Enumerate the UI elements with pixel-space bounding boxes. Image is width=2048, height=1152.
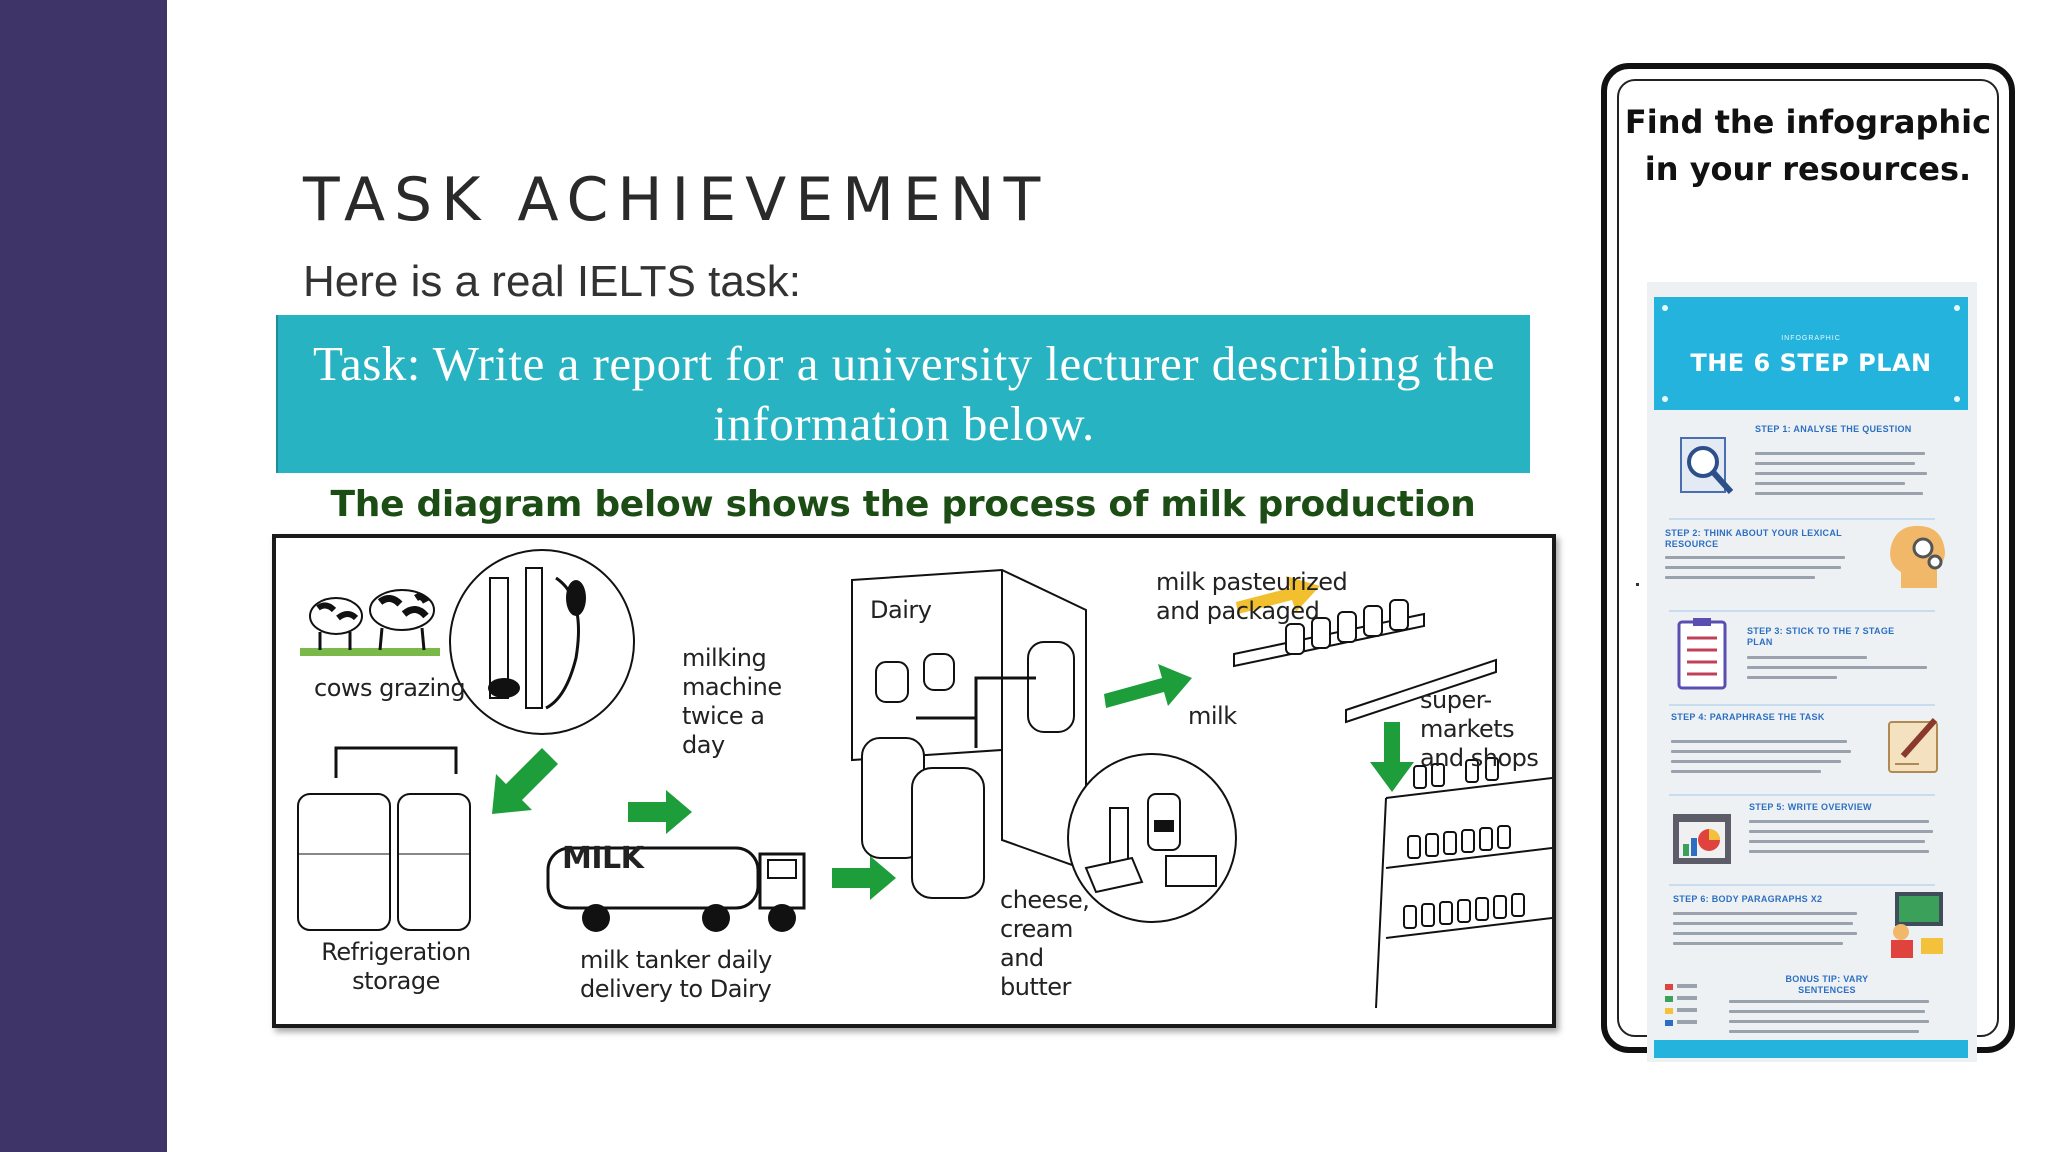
infographic-header: INFOGRAPHIC THE 6 STEP PLAN — [1654, 297, 1968, 410]
stray-dot — [1636, 583, 1639, 586]
resource-card: Find the infographic in your resources. … — [1601, 63, 2015, 1062]
label-refrigeration-storage: Refrigeration storage — [321, 938, 471, 995]
infographic-step: STEP 3: STICK TO THE 7 STAGE PLAN — [1657, 616, 1967, 710]
head-gears-icon — [1890, 525, 1945, 588]
supermarket-shelves-illustration — [1375, 757, 1552, 1009]
task-banner: Task: Write a report for a university le… — [276, 315, 1530, 473]
milk-process-diagram: cows grazing milking machine twice a day… — [272, 534, 1556, 1028]
step-title: BONUS TIP: VARY SENTENCES — [1785, 974, 1869, 995]
slide-accent-bar — [0, 0, 167, 1152]
step-text-line — [1747, 676, 1837, 679]
step-text-line — [1749, 820, 1929, 823]
dairy-illustration — [851, 568, 1087, 899]
step-text-line — [1749, 850, 1929, 853]
infographic-step: STEP 2: THINK ABOUT YOUR LEXICAL RESOURC… — [1657, 522, 1967, 616]
cheese-cream-butter-illustration — [1067, 753, 1237, 923]
step-text-line — [1671, 740, 1847, 743]
infographic-step: STEP 6: BODY PARAGRAPHS X2 — [1657, 888, 1967, 982]
step-title: STEP 5: WRITE OVERVIEW — [1749, 802, 1872, 812]
packaging-line-illustration — [1233, 599, 1497, 724]
step-separator — [1669, 794, 1935, 796]
infographic-footer — [1654, 1040, 1968, 1058]
step-text-line — [1747, 666, 1927, 669]
step-title: STEP 2: THINK ABOUT YOUR LEXICAL RESOURC… — [1665, 528, 1842, 549]
resource-card-heading: Find the infographic in your resources. — [1624, 103, 1992, 188]
step-separator — [1669, 610, 1935, 612]
step-text-line — [1673, 942, 1843, 945]
label-supermarkets: super- markets and shops — [1420, 686, 1539, 772]
label-milk-tanker: milk tanker daily delivery to Dairy — [580, 946, 772, 1003]
step-text-line — [1755, 462, 1915, 465]
step-text-line — [1665, 556, 1845, 559]
infographic-step: STEP 5: WRITE OVERVIEW — [1657, 798, 1967, 892]
infographic-bonus: BONUS TIP: VARY SENTENCES — [1657, 974, 1967, 1038]
infographic-kicker: INFOGRAPHIC — [1781, 335, 1841, 342]
step-text-line — [1729, 1030, 1919, 1033]
task-banner-text: Task: Write a report for a university le… — [312, 336, 1496, 451]
corner-dot — [1662, 396, 1668, 402]
milk-tanker-illustration — [546, 846, 806, 932]
step-separator — [1669, 884, 1935, 886]
milking-machine-illustration — [449, 549, 635, 735]
chart-board-icon — [1673, 814, 1731, 864]
checklist-icon — [1677, 618, 1727, 690]
step-text-line — [1671, 770, 1821, 773]
label-milk-pasteurized: milk pasteurized and packaged — [1156, 568, 1348, 625]
step-text-line — [1665, 576, 1815, 579]
step-separator — [1669, 704, 1935, 706]
infographic-step: STEP 4: PARAPHRASE THE TASK — [1657, 708, 1967, 802]
step-text-line — [1749, 830, 1933, 833]
presentation-icon — [1891, 892, 1943, 958]
pencil-paper-icon — [1888, 718, 1938, 773]
step-title: STEP 6: BODY PARAGRAPHS X2 — [1673, 894, 1823, 904]
label-tanker-sign: MILK — [562, 841, 644, 876]
diagram-illustration — [297, 549, 1552, 1009]
label-dairy: Dairy — [870, 596, 932, 624]
step-title: STEP 1: ANALYSE THE QUESTION — [1755, 424, 1912, 434]
refrigeration-tanks-illustration — [297, 746, 471, 931]
label-milk: milk — [1188, 702, 1237, 730]
step-text-line — [1755, 482, 1905, 485]
corner-dot — [1662, 305, 1668, 311]
step-title: STEP 4: PARAPHRASE THE TASK — [1671, 712, 1825, 722]
step-text-line — [1673, 912, 1857, 915]
color-list-icon — [1665, 984, 1697, 1026]
step-text-line — [1755, 452, 1925, 455]
infographic-thumbnail: INFOGRAPHIC THE 6 STEP PLAN STEP 1: ANAL… — [1647, 282, 1977, 1062]
step-text-line — [1671, 750, 1851, 753]
label-milking-machine: milking machine twice a day — [682, 644, 782, 759]
corner-dot — [1954, 305, 1960, 311]
step-text-line — [1729, 1000, 1929, 1003]
label-cheese-cream-butter: cheese, cream and butter — [1000, 886, 1090, 1001]
step-text-line — [1747, 656, 1867, 659]
infographic-step: STEP 1: ANALYSE THE QUESTION — [1657, 420, 1967, 514]
slide-subtitle: Here is a real IELTS task: — [303, 257, 802, 306]
cows-illustration — [300, 589, 440, 656]
label-cows-grazing: cows grazing — [314, 674, 466, 702]
corner-dot — [1954, 396, 1960, 402]
step-text-line — [1729, 1020, 1929, 1023]
step-text-line — [1755, 492, 1923, 495]
diagram-heading: The diagram below shows the process of m… — [330, 484, 1476, 525]
step-text-line — [1673, 932, 1857, 935]
step-text-line — [1729, 1010, 1925, 1013]
step-text-line — [1673, 922, 1853, 925]
step-title: STEP 3: STICK TO THE 7 STAGE PLAN — [1747, 626, 1895, 647]
step-text-line — [1755, 472, 1927, 475]
step-text-line — [1665, 566, 1841, 569]
step-separator — [1669, 518, 1935, 520]
infographic-title: THE 6 STEP PLAN — [1690, 349, 1932, 377]
slide-title: TASK ACHIEVEMENT — [303, 165, 1050, 235]
magnifier-icon — [1680, 437, 1734, 495]
step-text-line — [1749, 840, 1925, 843]
step-text-line — [1671, 760, 1841, 763]
